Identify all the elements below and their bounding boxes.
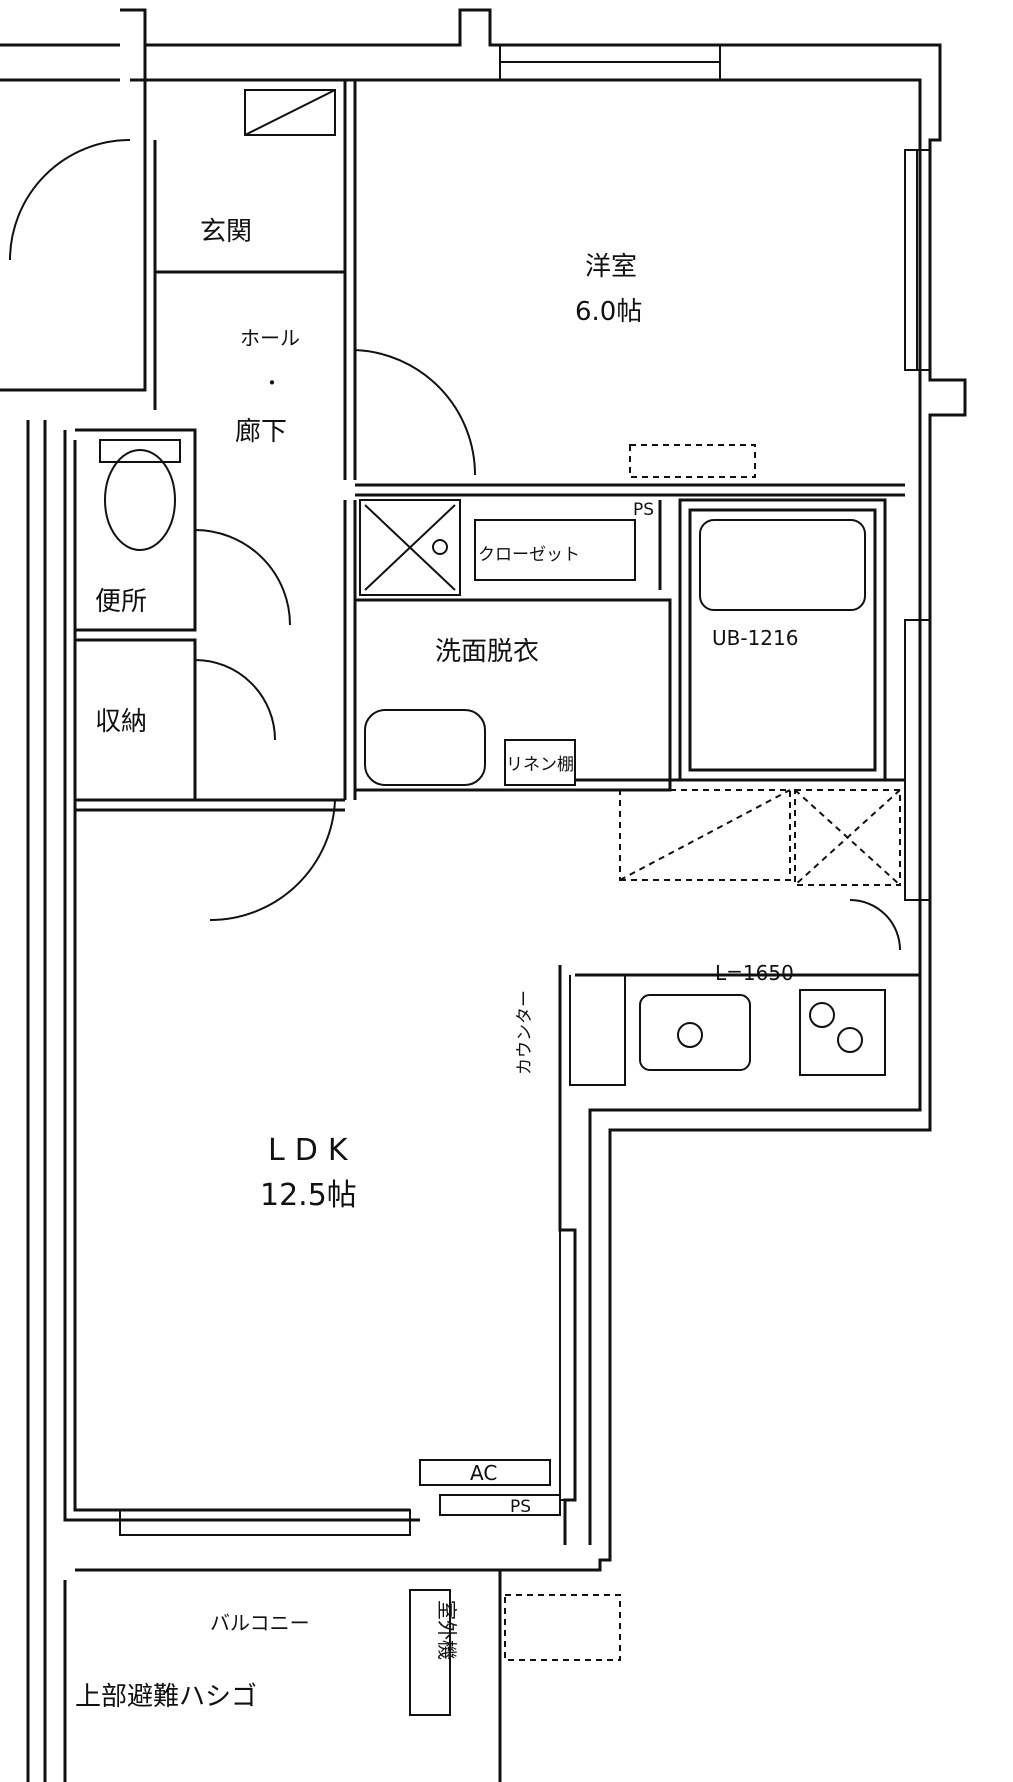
doors: [9, 139, 901, 951]
room-label-balcony: バルコニー: [210, 1611, 310, 1635]
toilet-bowl: [104, 449, 176, 551]
dashed-elements: [504, 444, 901, 1661]
room-label-ldk: LDK: [268, 1133, 358, 1168]
room-size-ldk: 12.5帖: [260, 1178, 357, 1213]
label-counter: カウンター: [515, 990, 535, 1075]
room-label-genkan: 玄関: [200, 217, 252, 247]
windows: [119, 44, 931, 1536]
room-label-benjo: 便所: [95, 587, 147, 617]
label-ub: UB-1216: [712, 626, 798, 650]
interior-walls: [75, 80, 905, 975]
label-closet: クローゼット: [478, 545, 580, 565]
label-linen: リネン棚: [506, 755, 574, 775]
label-ps-top: PS: [633, 500, 654, 520]
room-size-yoshitsu: 6.0帖: [575, 297, 642, 327]
labels: 玄関 洋室 6.0帖 ホール ・ 廊下 便所 収納 クローゼット PS 洗面脱衣…: [75, 217, 798, 1712]
room-label-shuno: 収納: [95, 707, 147, 737]
room-label-hall: ホール: [240, 326, 300, 350]
label-escape-ladder: 上部避難ハシゴ: [75, 1682, 257, 1712]
label-kitchen-length: L=1650: [715, 961, 794, 985]
label-ps-bottom: PS: [510, 1497, 531, 1517]
label-outdoor-unit: 室外機: [435, 1600, 459, 1660]
walls: [0, 8, 967, 1782]
room-label-rouka: 廊下: [235, 417, 287, 447]
label-ac: AC: [470, 1461, 497, 1485]
fixtures: [99, 89, 886, 1716]
room-label-yoshitsu: 洋室: [585, 252, 637, 282]
room-label-senmen: 洗面脱衣: [435, 637, 539, 667]
room-label-dot: ・: [262, 371, 282, 395]
